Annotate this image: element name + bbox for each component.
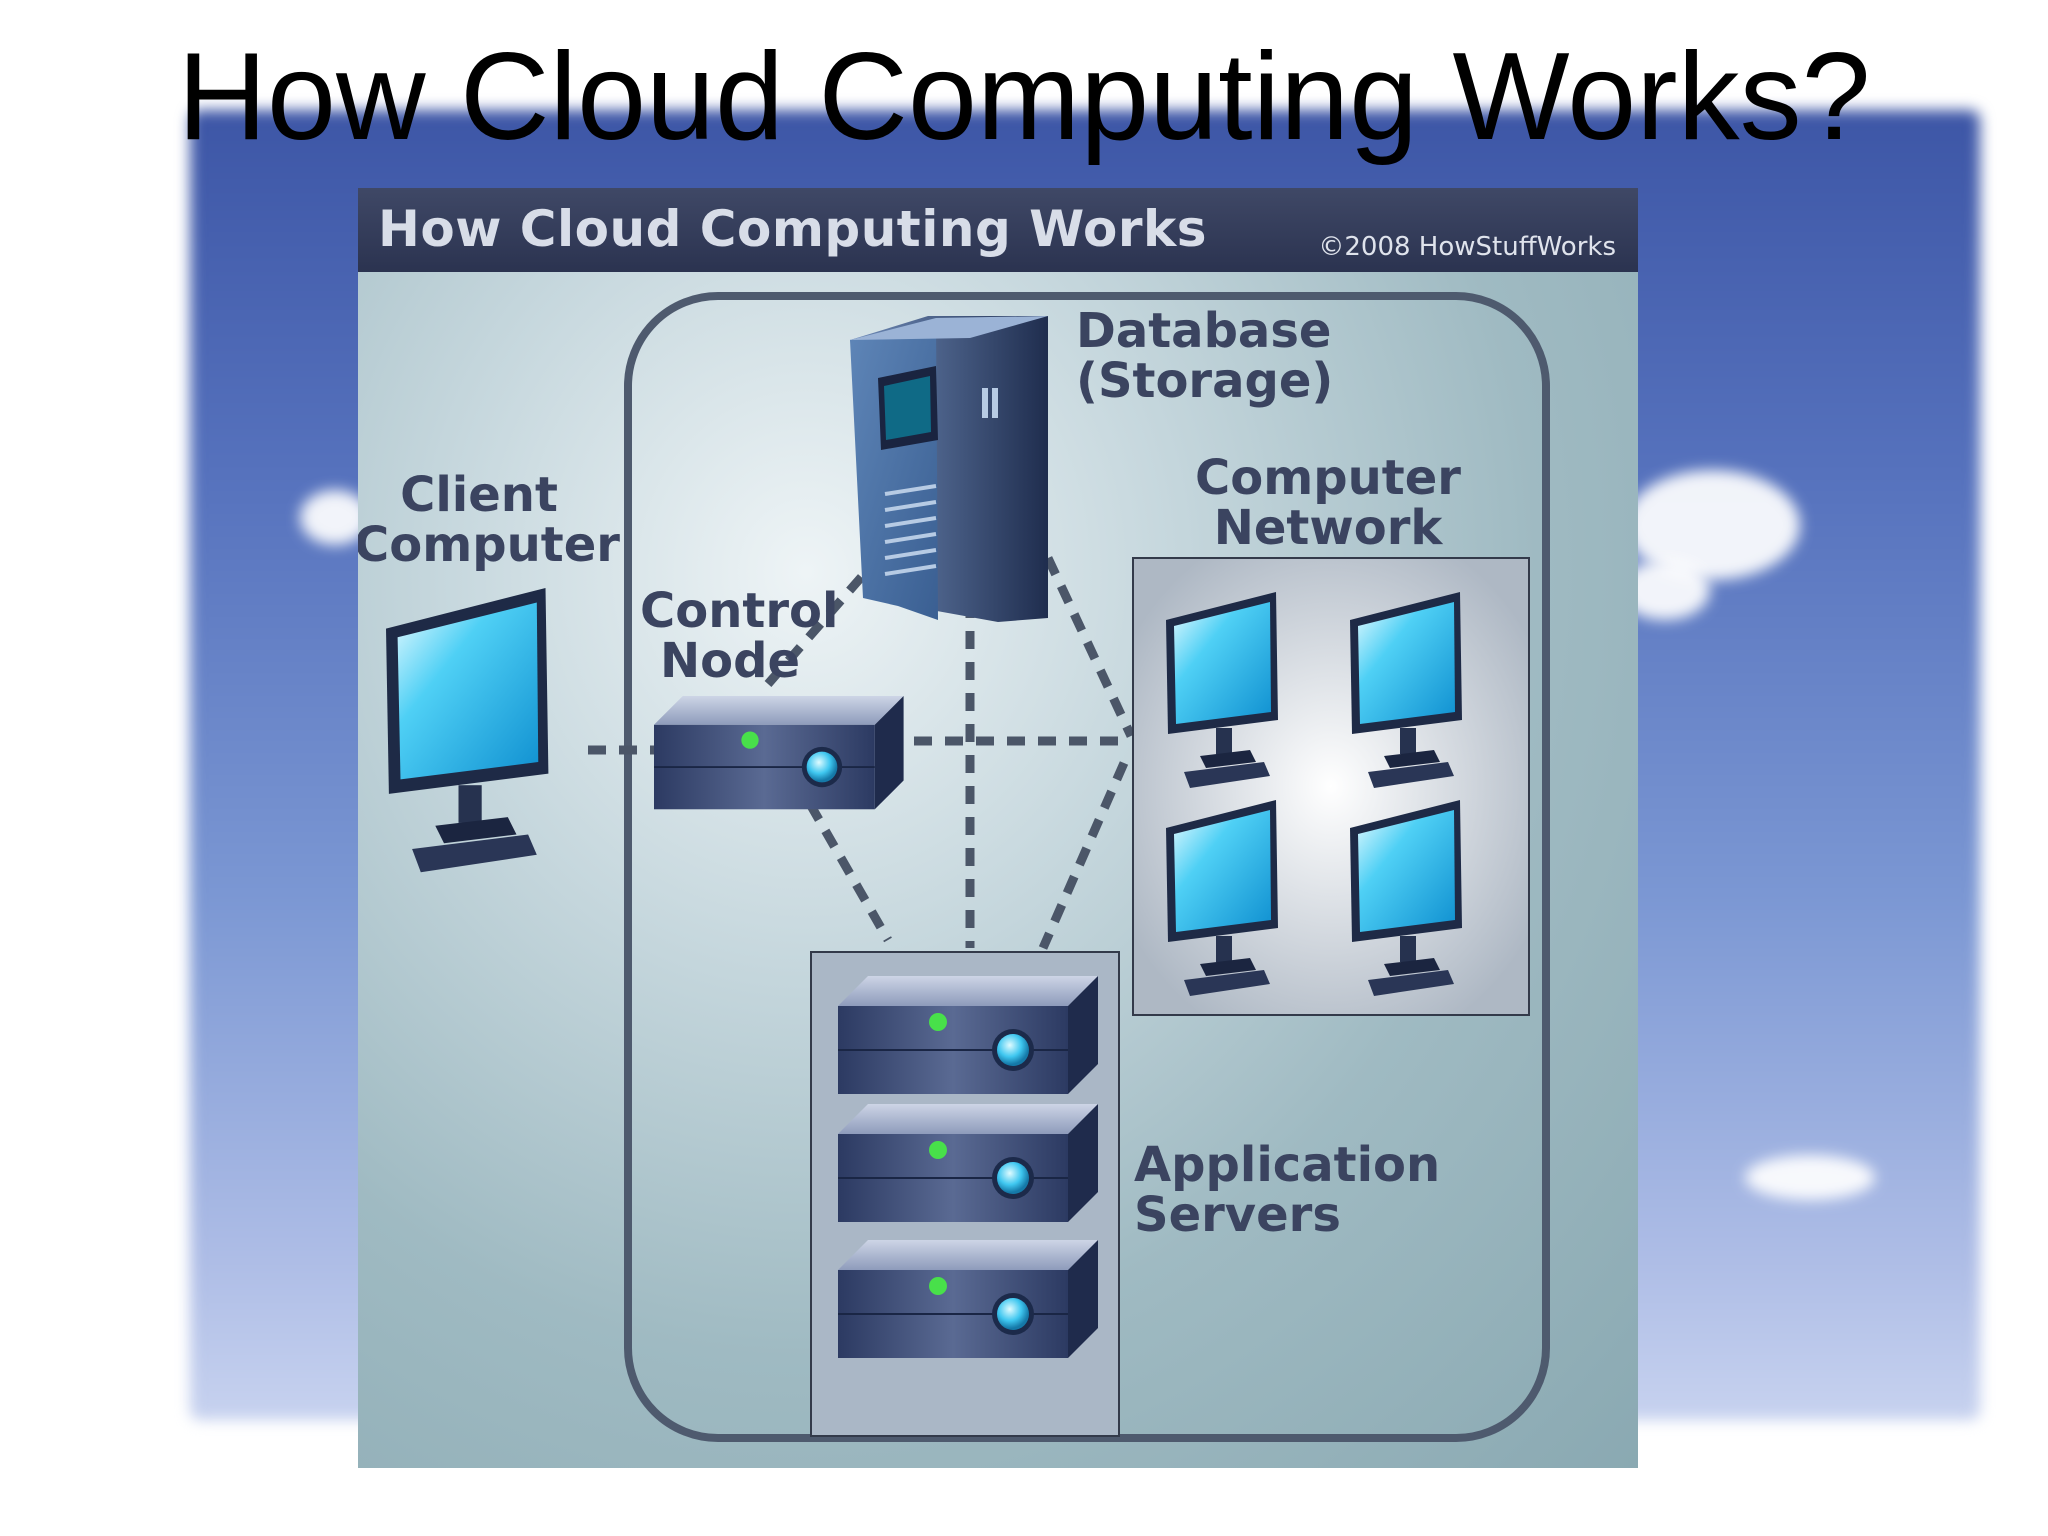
client-computer-label: Client Computer [358,467,620,573]
application-server-icon [837,975,1099,1095]
control-node-label: Control Node [640,583,839,689]
control-node-server-icon [653,695,905,811]
client-computer-label-line1: Client [400,467,558,523]
diagram-canvas [386,292,1550,1442]
cloud-bottom-right [1745,1155,1875,1200]
application-servers-label-line2: Servers [1134,1187,1341,1243]
database-server-icon [850,316,1048,622]
diagram-header: How Cloud Computing Works ©2008 HowStuff… [358,188,1638,272]
client-computer-label-line2: Computer [358,517,620,573]
computer-network-label-line1: Computer [1195,450,1461,506]
client-monitor-icon [386,588,549,873]
slide-title: How Cloud Computing Works? [177,28,1871,166]
database-label: Database (Storage) [1076,306,1333,406]
control-node-label-line1: Control [640,583,839,639]
application-servers-label: Application Servers [1134,1140,1440,1240]
diagram-title: How Cloud Computing Works [378,200,1208,258]
application-server-icon [837,1103,1099,1223]
database-label-line2: (Storage) [1076,353,1334,409]
database-label-line1: Database [1076,303,1332,359]
computer-network-label: Computer Network [1158,453,1498,553]
copyright-notice: ©2008 HowStuffWorks [1318,232,1616,262]
computer-network-label-line2: Network [1213,500,1443,556]
cloud-diagram: How Cloud Computing Works ©2008 HowStuff… [358,188,1638,1468]
control-node-label-line2: Node [659,633,801,689]
application-server-icon [837,1239,1099,1359]
application-servers-label-line1: Application [1134,1137,1441,1193]
cloud-boundary [624,292,1550,1442]
connection-lines [588,555,1136,950]
